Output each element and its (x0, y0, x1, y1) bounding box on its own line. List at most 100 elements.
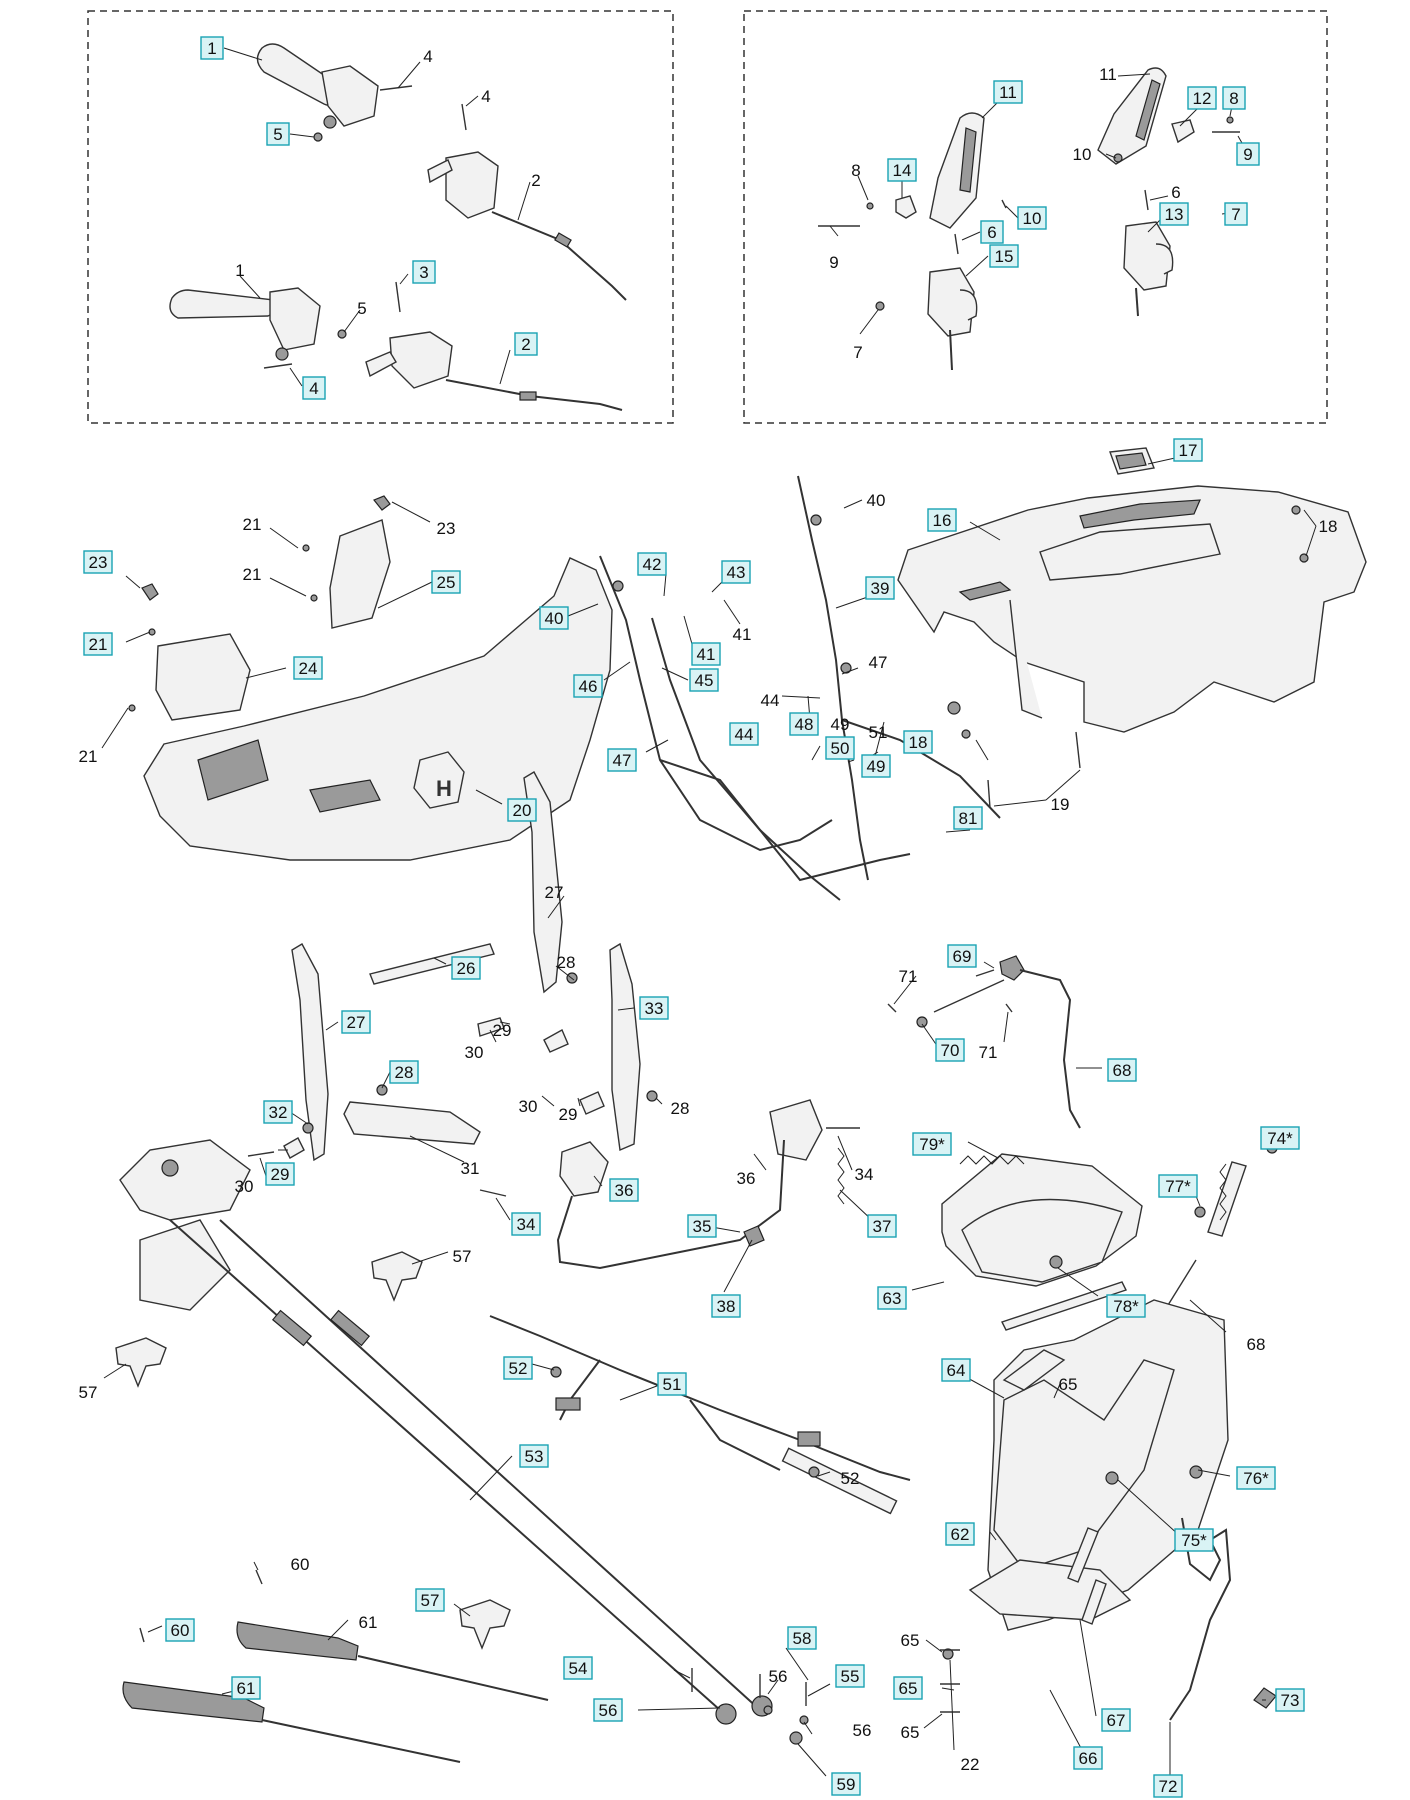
callout-number: 37 (873, 1217, 892, 1236)
callout-box (302, 376, 326, 400)
callout-21a: 21 (243, 515, 262, 534)
callout-number: 6 (1171, 183, 1180, 202)
callout-number: 18 (909, 733, 928, 752)
callout-box (861, 754, 891, 778)
callout-8a: 8 (1222, 86, 1246, 110)
callout-number: 2 (521, 335, 530, 354)
callout-number: 34 (517, 1215, 536, 1234)
callout-box (293, 656, 323, 680)
callout-62: 62 (945, 1522, 975, 1546)
callout-56c: 56 (853, 1721, 872, 1740)
callout-box (825, 736, 855, 760)
callout-67: 67 (1101, 1708, 1131, 1732)
callout-39: 39 (865, 576, 895, 600)
callout-number: 55 (841, 1667, 860, 1686)
callout-number: 33 (645, 999, 664, 1018)
callout-35: 35 (687, 1214, 717, 1238)
lever-11-left (929, 112, 985, 229)
callout-56b: 56 (593, 1698, 623, 1722)
callout-number: 13 (1165, 205, 1184, 224)
callout-box (415, 1588, 445, 1612)
callout-number: 48 (795, 715, 814, 734)
handle-grip-lower (169, 287, 347, 369)
callout-75: 75* (1174, 1528, 1214, 1552)
callout-24: 24 (293, 656, 323, 680)
callout-box (657, 1372, 687, 1396)
callout-number: 49 (867, 757, 886, 776)
control-box-upper (427, 151, 627, 301)
callout-1b: 1 (235, 261, 244, 280)
callout-number: 2 (531, 171, 540, 190)
callout-box (266, 122, 290, 146)
callout-number: 29 (559, 1105, 578, 1124)
callout-number: 26 (457, 959, 476, 978)
callout-number: 51 (869, 723, 888, 742)
control-box-15 (927, 267, 978, 371)
callout-41a: 41 (691, 642, 721, 666)
callout-number: 11 (999, 83, 1017, 102)
callout-number: 21 (243, 565, 262, 584)
callout-number: 56 (853, 1721, 872, 1740)
callout-13: 13 (1159, 202, 1189, 226)
callout-57c: 57 (415, 1588, 445, 1612)
callout-2a: 2 (531, 171, 540, 190)
callout-65a: 65 (1059, 1375, 1078, 1394)
callout-box (507, 798, 537, 822)
callout-number: 78* (1113, 1297, 1139, 1316)
callout-28a: 28 (557, 953, 576, 972)
callout-number: 27 (347, 1013, 366, 1032)
callout-number: 1 (235, 261, 244, 280)
callout-21b: 21 (243, 565, 262, 584)
callout-box (1275, 1688, 1305, 1712)
callout-15: 15 (989, 244, 1019, 268)
callout-box (945, 1522, 975, 1546)
callout-43: 43 (721, 560, 751, 584)
callout-number: 17 (1179, 441, 1198, 460)
callout-23b: 23 (83, 550, 113, 574)
callout-number: 79* (919, 1135, 945, 1154)
callout-box (1107, 1058, 1137, 1082)
callout-number: 54 (569, 1659, 588, 1678)
callout-number: 8 (1229, 89, 1238, 108)
callout-box (639, 996, 669, 1020)
callout-9a: 9 (1236, 142, 1260, 166)
callout-box (831, 1772, 861, 1796)
callout-6b: 6 (980, 220, 1004, 244)
callout-box (865, 576, 895, 600)
callout-number: 29 (271, 1165, 290, 1184)
callout-number: 61 (237, 1679, 256, 1698)
callout-number: 46 (579, 677, 598, 696)
callout-29b: 29 (559, 1105, 578, 1124)
callout-box (729, 722, 759, 746)
callout-box (893, 1676, 923, 1700)
callout-number: 60 (291, 1555, 310, 1574)
callout-46: 46 (573, 674, 603, 698)
callout-78: 78* (1106, 1294, 1146, 1318)
callout-number: 23 (89, 553, 108, 572)
callout-box (503, 1356, 533, 1380)
callout-number: 21 (243, 515, 262, 534)
callout-box (1260, 1126, 1300, 1150)
callout-21c: 21 (83, 632, 113, 656)
callout-box (609, 1178, 639, 1202)
callout-box (1174, 1528, 1214, 1552)
control-box-lower (365, 331, 623, 411)
callout-box (1158, 1174, 1198, 1198)
callout-number: 52 (841, 1469, 860, 1488)
callout-box (947, 944, 977, 968)
callout-number: 6 (987, 223, 996, 242)
callout-number: 74* (1267, 1129, 1293, 1148)
callout-57b: 57 (79, 1383, 98, 1402)
callout-number: 59 (837, 1775, 856, 1794)
callout-1a: 1 (200, 36, 224, 60)
callout-number: 57 (453, 1247, 472, 1266)
callout-81: 81 (953, 806, 983, 830)
callout-box (1017, 206, 1047, 230)
callout-27a: 27 (545, 883, 564, 902)
callout-6a: 6 (1171, 183, 1180, 202)
callout-number: 4 (481, 87, 490, 106)
kit-a-frame (87, 10, 674, 424)
callout-20: 20 (507, 798, 537, 822)
callout-number: 20 (513, 801, 532, 820)
